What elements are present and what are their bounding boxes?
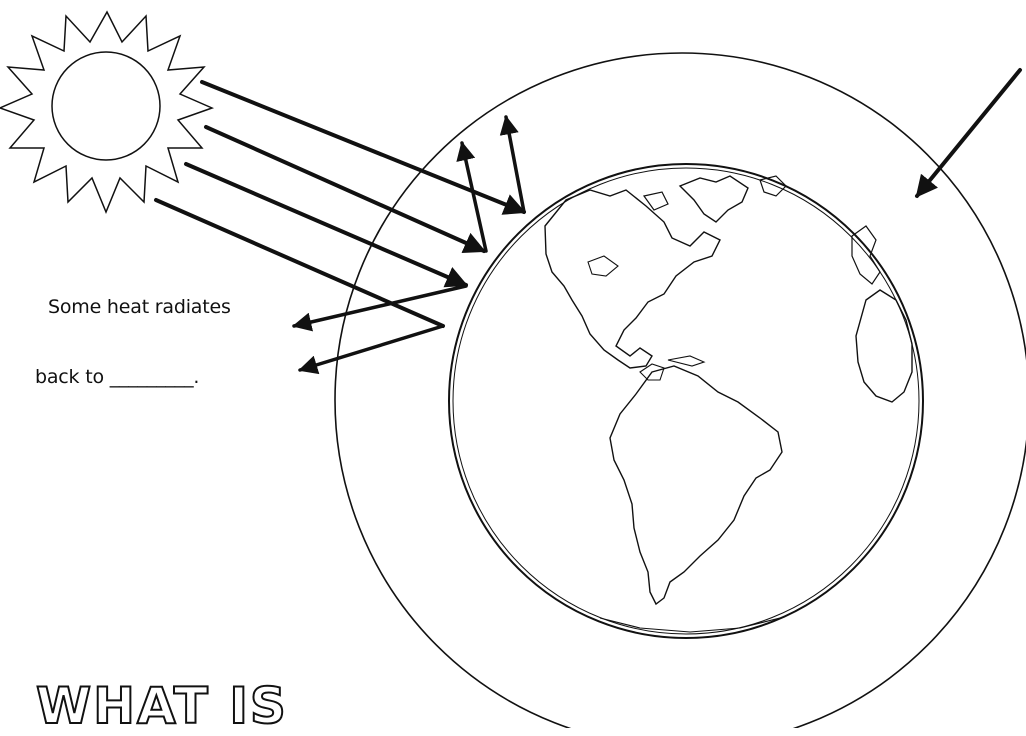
atmosphere-pointer-arrow — [917, 70, 1020, 196]
heat-radiates-label: Some heat radiates — [48, 296, 231, 318]
incoming-radiation-arrows — [156, 82, 524, 326]
earth-globe-icon — [449, 164, 923, 638]
worksheet-title: WHAT IS — [36, 676, 288, 736]
sun-icon — [0, 12, 212, 280]
earth-outline — [449, 164, 923, 638]
arrow-icon — [506, 117, 524, 212]
reflected-radiation-arrows — [462, 117, 524, 251]
back-to-blank-label: back to _________. — [35, 366, 199, 388]
arrow-icon — [294, 286, 466, 326]
sun-core — [52, 52, 160, 160]
arrow-icon — [300, 326, 443, 370]
